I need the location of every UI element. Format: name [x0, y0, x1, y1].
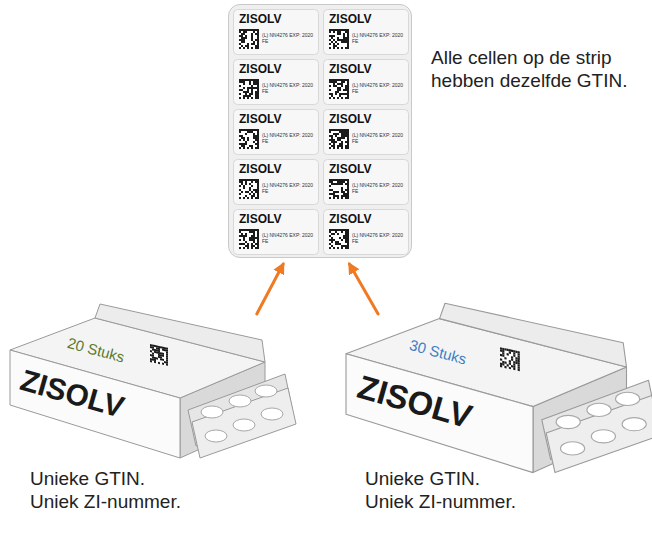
blister-cell: ZISOLV (L) NN4276 EXP: 2020 FE — [233, 209, 319, 255]
cell-brand: ZISOLV — [239, 212, 313, 226]
tablet — [205, 430, 227, 442]
blister-sheet — [192, 388, 296, 458]
cell-brand: ZISOLV — [329, 62, 403, 76]
blister-cell: ZISOLV (L) NN4276 EXP: 2020 FE — [323, 109, 409, 155]
datamatrix-code — [239, 79, 259, 99]
tablet — [229, 395, 251, 407]
datamatrix-code — [239, 29, 259, 49]
datamatrix-code — [329, 129, 349, 149]
blister-cell: ZISOLV (L) NN4276 EXP: 2020 FE — [323, 59, 409, 105]
datamatrix-code — [239, 179, 259, 199]
blister-cell: ZISOLV (L) NN4276 EXP: 2020 FE — [233, 109, 319, 155]
datamatrix-code — [329, 229, 349, 249]
tablet — [201, 406, 223, 418]
blister-cell: ZISOLV (L) NN4276 EXP: 2020 FE — [323, 159, 409, 205]
cell-code: (L) NN4276 EXP: 2020 FE — [262, 132, 318, 144]
box-front — [10, 350, 180, 458]
datamatrix-code — [500, 347, 520, 371]
medicine-box: 30 StuksZISOLVUnieke GTIN. Uniek ZI-numm… — [335, 312, 652, 534]
blister-strip: ZISOLV (L) NN4276 EXP: 2020 FE ZISOLV (L) N… — [228, 4, 412, 258]
cell-brand: ZISOLV — [239, 12, 313, 26]
cell-brand: ZISOLV — [329, 162, 403, 176]
blister-sheet — [546, 396, 652, 473]
cell-code: (L) NN4276 EXP: 2020 FE — [352, 232, 408, 244]
datamatrix-code — [329, 79, 349, 99]
blister-cell: ZISOLV (L) NN4276 EXP: 2020 FE — [233, 159, 319, 205]
cell-brand: ZISOLV — [239, 112, 313, 126]
cell-code: (L) NN4276 EXP: 2020 FE — [352, 32, 408, 44]
box-front — [346, 354, 533, 473]
tablet — [587, 403, 611, 416]
cell-code: (L) NN4276 EXP: 2020 FE — [352, 182, 408, 194]
datamatrix-code — [239, 129, 259, 149]
blister-cell: ZISOLV (L) NN4276 EXP: 2020 FE — [323, 9, 409, 55]
tablet — [622, 418, 646, 431]
tablet — [233, 419, 255, 431]
tablet — [556, 415, 580, 428]
blister-cell: ZISOLV (L) NN4276 EXP: 2020 FE — [233, 9, 319, 55]
cell-brand: ZISOLV — [239, 62, 313, 76]
cell-brand: ZISOLV — [239, 162, 313, 176]
cell-brand: ZISOLV — [329, 12, 403, 26]
tablet — [561, 442, 585, 455]
cell-code: (L) NN4276 EXP: 2020 FE — [262, 32, 318, 44]
box-lid — [440, 303, 627, 367]
blister-cell: ZISOLV (L) NN4276 EXP: 2020 FE — [233, 59, 319, 105]
cell-code: (L) NN4276 EXP: 2020 FE — [262, 82, 318, 94]
cell-code: (L) NN4276 EXP: 2020 FE — [262, 232, 318, 244]
cell-brand: ZISOLV — [329, 112, 403, 126]
datamatrix-code — [329, 29, 349, 49]
datamatrix-code — [239, 229, 259, 249]
box-caption: Unieke GTIN. Uniek ZI-nummer. — [30, 468, 196, 514]
cell-code: (L) NN4276 EXP: 2020 FE — [262, 182, 318, 194]
tablet — [261, 408, 283, 420]
cell-code: (L) NN4276 EXP: 2020 FE — [352, 132, 408, 144]
tablet — [616, 392, 640, 405]
cell-brand: ZISOLV — [329, 212, 403, 226]
datamatrix-code — [150, 344, 168, 366]
arrow-connector — [257, 264, 283, 314]
arrow-connector — [349, 264, 378, 314]
box-caption: Unieke GTIN. Uniek ZI-nummer. — [365, 468, 531, 514]
blister-cell: ZISOLV (L) NN4276 EXP: 2020 FE — [323, 209, 409, 255]
medicine-box: 20 StuksZISOLVUnieke GTIN. Uniek ZI-numm… — [0, 312, 317, 534]
tablet — [591, 430, 615, 443]
cell-code: (L) NN4276 EXP: 2020 FE — [352, 82, 408, 94]
tablet — [255, 385, 277, 397]
strip-note: Alle cellen op de strip hebben dezelfde … — [431, 47, 649, 93]
datamatrix-code — [329, 179, 349, 199]
